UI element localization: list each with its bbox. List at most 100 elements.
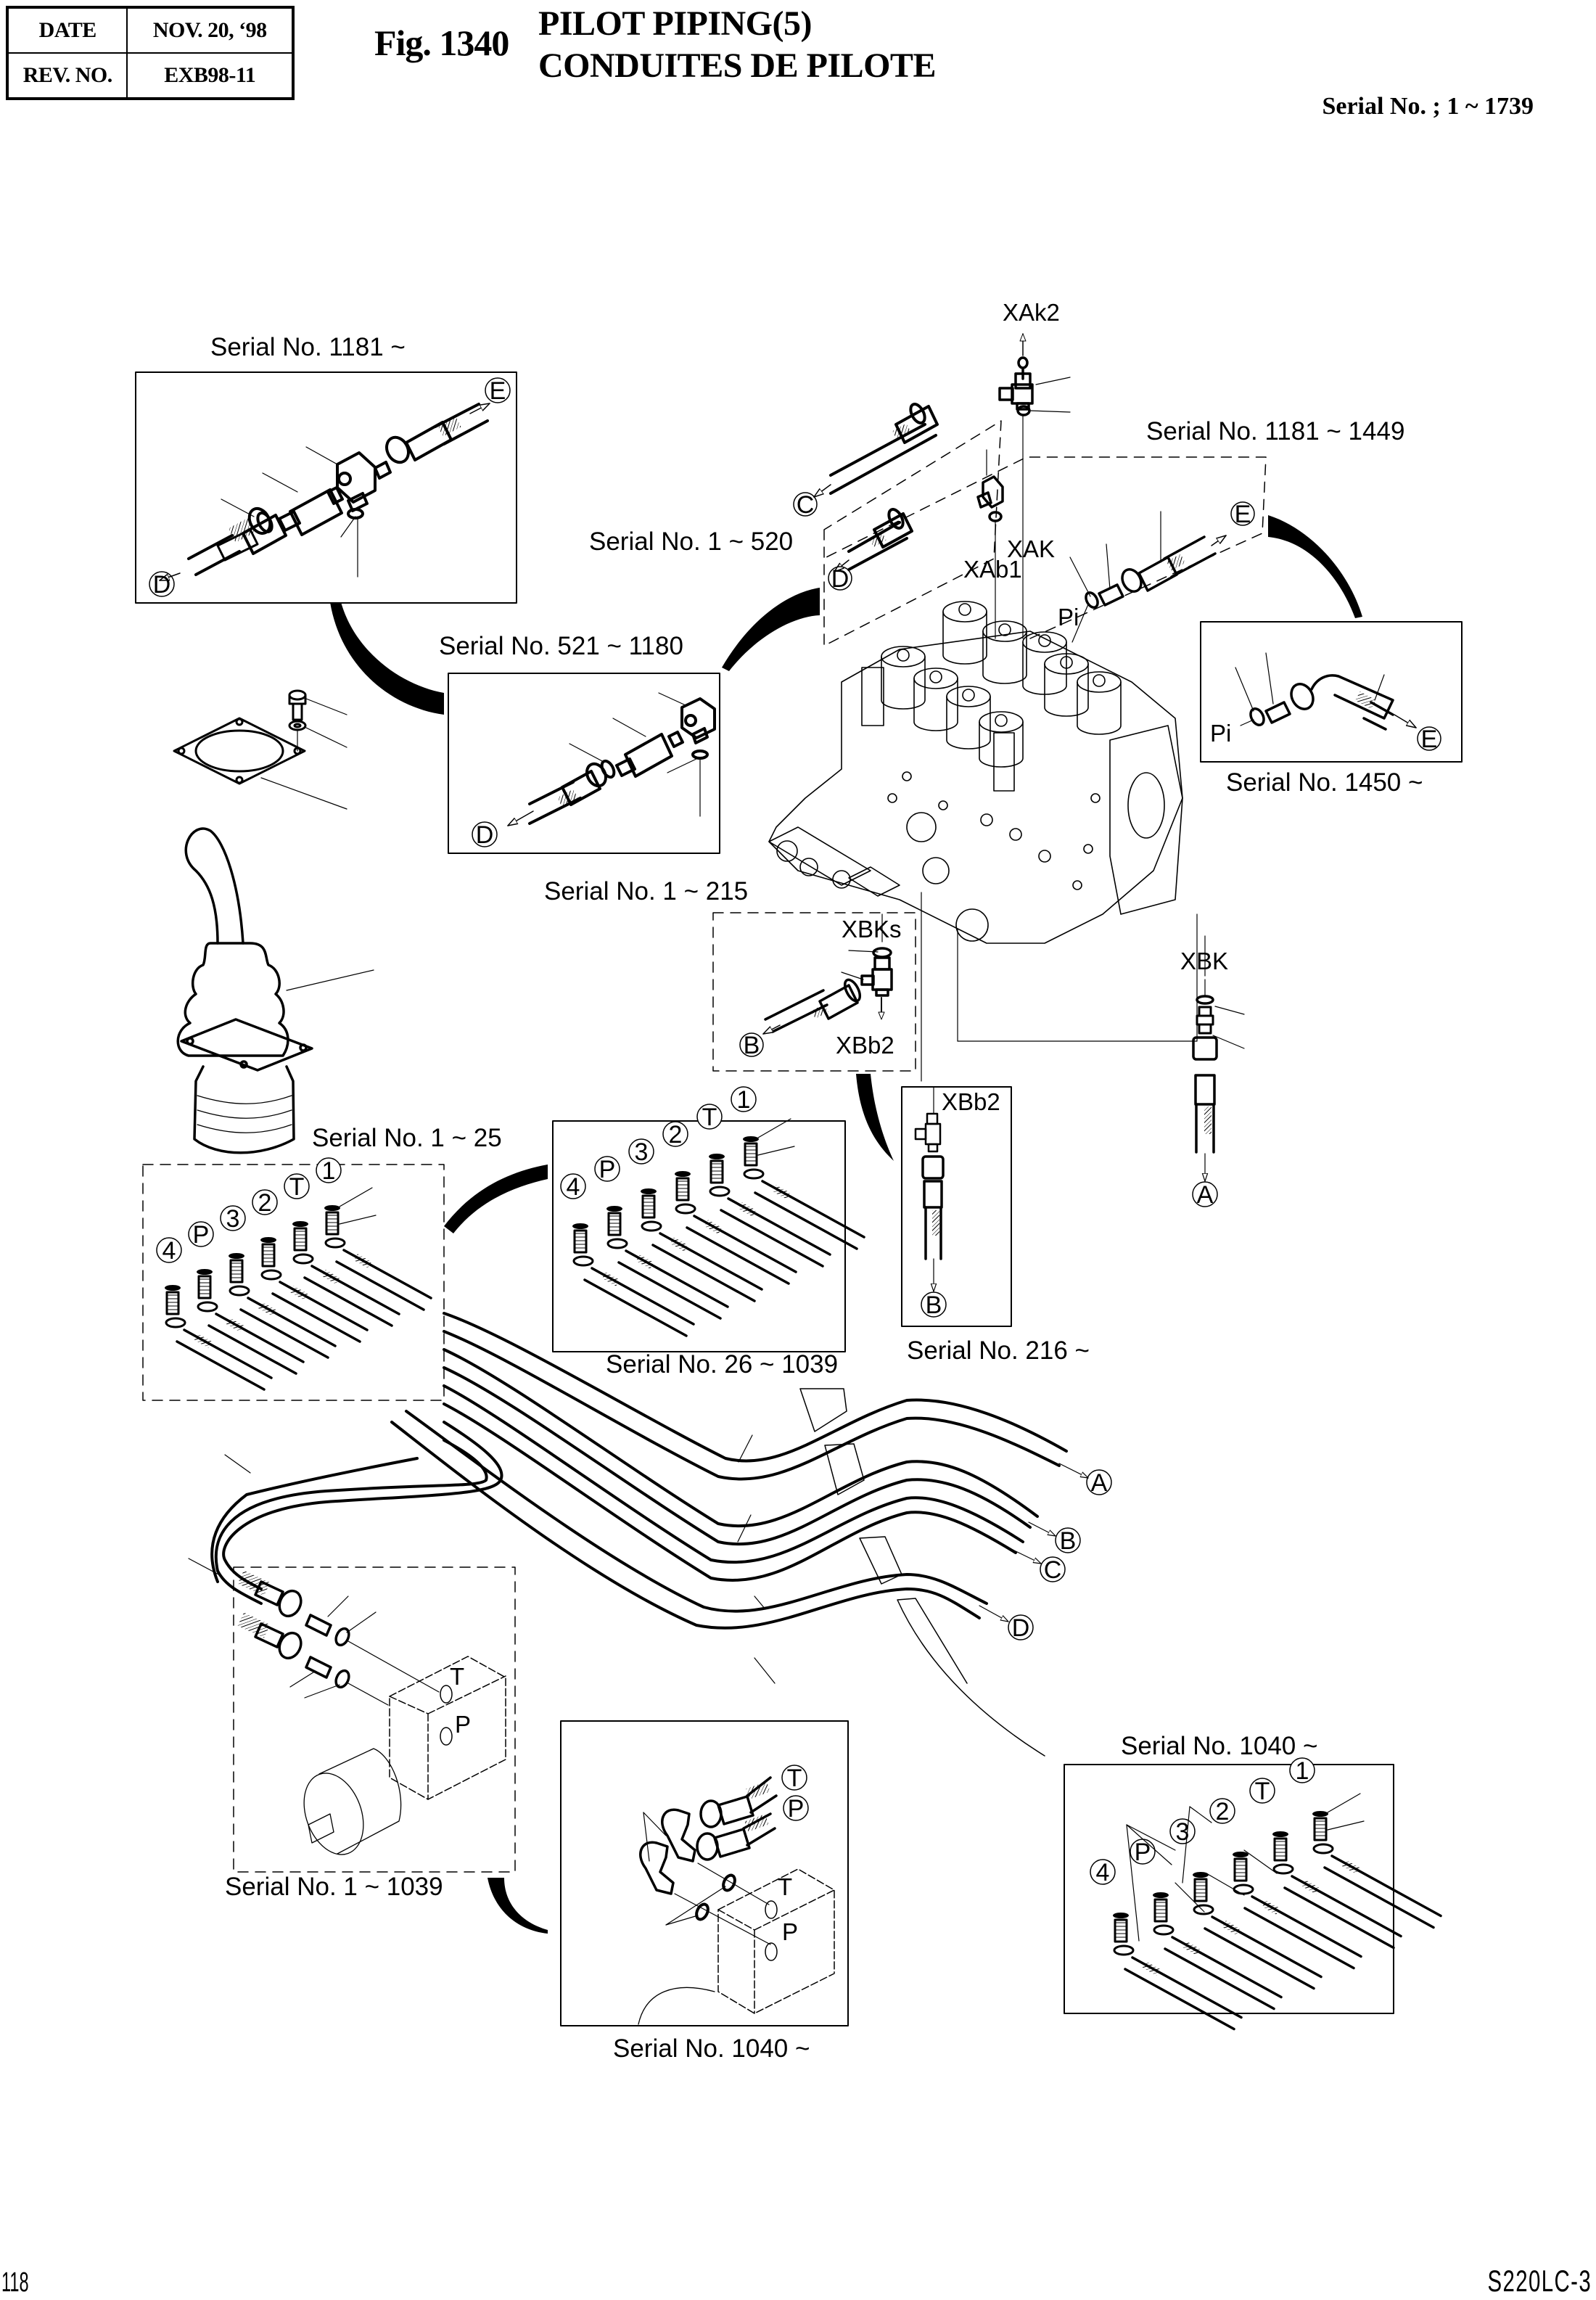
hose-nut bbox=[1272, 1863, 1294, 1875]
ref-letter-e: E bbox=[1235, 501, 1251, 528]
port-fitting: 4 bbox=[156, 1237, 273, 1391]
port-label-xak: XAK bbox=[1007, 535, 1055, 562]
hose-clamps bbox=[799, 1388, 1045, 1757]
ref-bubble bbox=[662, 1121, 688, 1147]
hose-assembly bbox=[764, 978, 862, 1033]
ref-letter-b: B bbox=[744, 1032, 760, 1059]
leader-lines bbox=[569, 692, 701, 817]
adapter-fitting bbox=[1196, 1006, 1214, 1035]
port-fitting: 4 bbox=[1090, 1859, 1243, 2031]
adapter-fitting bbox=[615, 731, 684, 778]
port-fitting: 1 bbox=[316, 1157, 432, 1311]
ref-bubble bbox=[731, 1086, 757, 1112]
leader-lines bbox=[1069, 511, 1161, 643]
inset-caption: Serial No. 1 ~ 1039 bbox=[225, 1873, 443, 1901]
ref-bubble bbox=[594, 1156, 620, 1182]
ref-bubble bbox=[220, 1205, 246, 1231]
tee-fitting-xbks bbox=[860, 956, 893, 997]
hose-nut bbox=[641, 1220, 662, 1232]
leader-lines bbox=[289, 1595, 440, 1706]
ref-bubble-c bbox=[1040, 1556, 1066, 1582]
ref-letter-b: B bbox=[926, 1291, 942, 1319]
leader-lines bbox=[221, 446, 358, 578]
port-label-p: P bbox=[782, 1918, 798, 1945]
inset-hose-tee-1181: Serial No. 1181 ~ bbox=[135, 333, 517, 604]
hose-assembly bbox=[528, 762, 607, 825]
ref-letter-d: D bbox=[1012, 1614, 1030, 1642]
inset-pump-1-1039: Serial No. 1 ~ 1039 bbox=[225, 1566, 516, 1901]
hose-nut bbox=[260, 1269, 282, 1281]
port-label-xbk: XBK bbox=[1180, 948, 1228, 974]
ref-label: 4 bbox=[163, 1237, 176, 1265]
ref-bubble-e bbox=[1417, 726, 1441, 751]
tee-fitting bbox=[336, 451, 392, 512]
leader-line bbox=[286, 969, 374, 991]
flow-arrow bbox=[469, 403, 490, 414]
inset-caption: Serial No. 216 ~ bbox=[907, 1336, 1090, 1365]
ref-bubble bbox=[1090, 1859, 1116, 1885]
ref-label: 3 bbox=[635, 1138, 649, 1166]
hose-nut bbox=[1153, 1924, 1175, 1936]
seal bbox=[1312, 1811, 1328, 1817]
o-ring bbox=[256, 512, 273, 533]
o-ring bbox=[334, 1669, 350, 1689]
main-control-valve bbox=[768, 601, 1183, 944]
ref-bubble-a bbox=[1086, 1469, 1112, 1495]
hose-nut bbox=[165, 1317, 186, 1328]
ref-bubble-e bbox=[1230, 501, 1255, 526]
inset-tee-216: Serial No. 216 ~ XBb2 B bbox=[901, 1086, 1090, 1365]
leader-lines bbox=[260, 698, 347, 810]
port-fitting: T bbox=[284, 1173, 400, 1327]
ref-label: 2 bbox=[669, 1121, 683, 1149]
flow-arrow bbox=[762, 1024, 781, 1035]
revision-block: DATE NOV. 20, ‘98 REV. NO. EXB98-11 bbox=[6, 6, 295, 100]
port-fitting: 2 bbox=[252, 1189, 369, 1343]
hose-nut bbox=[197, 1301, 218, 1313]
inset-hose-1-520: Serial No. 1 ~ 520 bbox=[589, 420, 1002, 646]
inset-caption: Serial No. 26 ~ 1039 bbox=[606, 1350, 838, 1379]
ref-bubble-b bbox=[739, 1032, 764, 1057]
adapter bbox=[641, 1194, 656, 1219]
seal bbox=[324, 1205, 340, 1211]
flow-arrow bbox=[834, 559, 850, 572]
port-label-xak2: XAk2 bbox=[1003, 299, 1060, 326]
o-ring bbox=[691, 749, 709, 760]
inset-hose-521-1180: Serial No. 521 ~ 1180 D bbox=[439, 632, 720, 854]
port-label-t: T bbox=[778, 1873, 792, 1900]
ref-letter-d: D bbox=[831, 565, 850, 593]
hose-nut bbox=[709, 1186, 731, 1197]
elbow-fitting-xab1 bbox=[976, 475, 1004, 509]
flow-arrow bbox=[159, 572, 181, 581]
o-ring bbox=[600, 759, 616, 779]
seal bbox=[709, 1154, 725, 1159]
flow-arrow bbox=[1394, 714, 1417, 728]
ref-letter-b: B bbox=[1060, 1527, 1077, 1555]
leader-lines bbox=[841, 913, 883, 980]
pilot-pump-block bbox=[717, 1868, 835, 2014]
flow-arrow bbox=[813, 484, 831, 498]
port-fitting: 2 bbox=[1209, 1798, 1362, 1970]
leader-lines bbox=[188, 1434, 776, 1684]
seal bbox=[606, 1206, 622, 1212]
ref-bubble bbox=[560, 1173, 586, 1199]
hose-nut bbox=[675, 1203, 696, 1215]
adapter bbox=[1233, 1857, 1248, 1882]
adapter bbox=[261, 1243, 276, 1268]
bolt bbox=[288, 689, 307, 721]
ref-bubble-p bbox=[783, 1795, 809, 1821]
adapter bbox=[197, 1275, 212, 1299]
adapter bbox=[1193, 1878, 1208, 1902]
ref-bubble-a bbox=[1192, 1181, 1218, 1207]
elbow-fitting bbox=[680, 697, 716, 744]
ref-bubble-d bbox=[472, 821, 498, 847]
tee-fitting bbox=[914, 1112, 942, 1153]
ref-bubble-c bbox=[793, 492, 818, 517]
ref-letter-d: D bbox=[476, 821, 494, 849]
joystick-mounting-plate bbox=[173, 717, 306, 785]
adapter bbox=[1153, 1898, 1168, 1923]
seal bbox=[743, 1136, 759, 1142]
ref-bubble-d bbox=[828, 566, 852, 591]
